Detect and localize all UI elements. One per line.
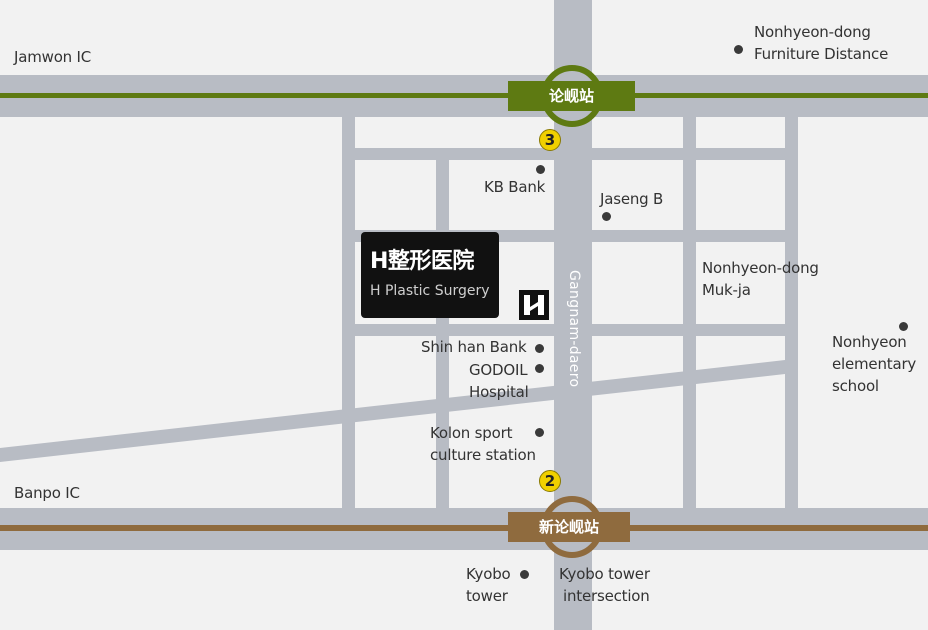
hospital-subtitle: H Plastic Surgery	[370, 283, 490, 299]
kyobo-tower-label-line2: tower	[466, 587, 508, 605]
furniture-street-label-line2: Furniture Distance	[754, 45, 889, 63]
banpo-ic-label: Banpo IC	[14, 484, 80, 502]
hospital-marker-box[interactable]: H整形医院 H Plastic Surgery	[361, 232, 499, 318]
godoil-dot	[535, 364, 544, 373]
hospital-name: H整形医院	[370, 249, 474, 274]
school-label-line2: elementary	[832, 355, 917, 373]
kyobo-tower-label-line1: Kyobo	[466, 565, 511, 583]
line9-track	[0, 525, 928, 531]
diagonal-road	[0, 360, 785, 462]
mukja-label-line2: Muk-ja	[702, 281, 751, 299]
furniture-street-dot	[734, 45, 743, 54]
godoil-label-line2: Hospital	[469, 383, 529, 401]
godoil-label-line1: GODOIL	[469, 361, 528, 379]
school-label-line3: school	[832, 377, 879, 395]
side-street-h1	[342, 148, 798, 160]
furniture-street-label-line1: Nonhyeon-dong	[754, 23, 871, 41]
sinnonhyeon-station-label[interactable]: 新论岘站	[508, 512, 630, 542]
kb-bank-dot	[536, 165, 545, 174]
kyobo-intersection-label-line2: intersection	[563, 587, 650, 605]
side-street-v4	[785, 117, 798, 508]
kolon-dot	[535, 428, 544, 437]
nonhyeon-station-label[interactable]: 论岘站	[508, 81, 635, 111]
school-label-line1: Nonhyeon	[832, 333, 907, 351]
kyobo-tower-dot	[520, 570, 529, 579]
line2-track	[0, 93, 928, 98]
kb-bank-label: KB Bank	[484, 178, 546, 196]
school-dot	[899, 322, 908, 331]
h-logo-icon[interactable]	[519, 290, 549, 320]
jamwon-ic-label: Jamwon IC	[14, 48, 92, 66]
side-street-v1	[342, 117, 355, 508]
gangnam-daero-label: Gangnam-daero	[566, 270, 582, 388]
side-street-h3	[342, 324, 798, 336]
jaseng-dot	[602, 212, 611, 221]
shinhan-dot	[535, 344, 544, 353]
kolon-label-line1: Kolon sport	[430, 424, 513, 442]
shinhan-label: Shin han Bank	[421, 338, 527, 356]
jaseng-label: Jaseng B	[600, 190, 664, 208]
mukja-label-line1: Nonhyeon-dong	[702, 259, 819, 277]
exit-2-badge: 2	[539, 470, 561, 492]
side-street-v3	[683, 117, 696, 508]
exit-3-badge: 3	[539, 129, 561, 151]
kyobo-intersection-label-line1: Kyobo tower	[559, 565, 650, 583]
kolon-label-line2: culture station	[430, 446, 536, 464]
h-logo-glyph	[524, 295, 544, 315]
